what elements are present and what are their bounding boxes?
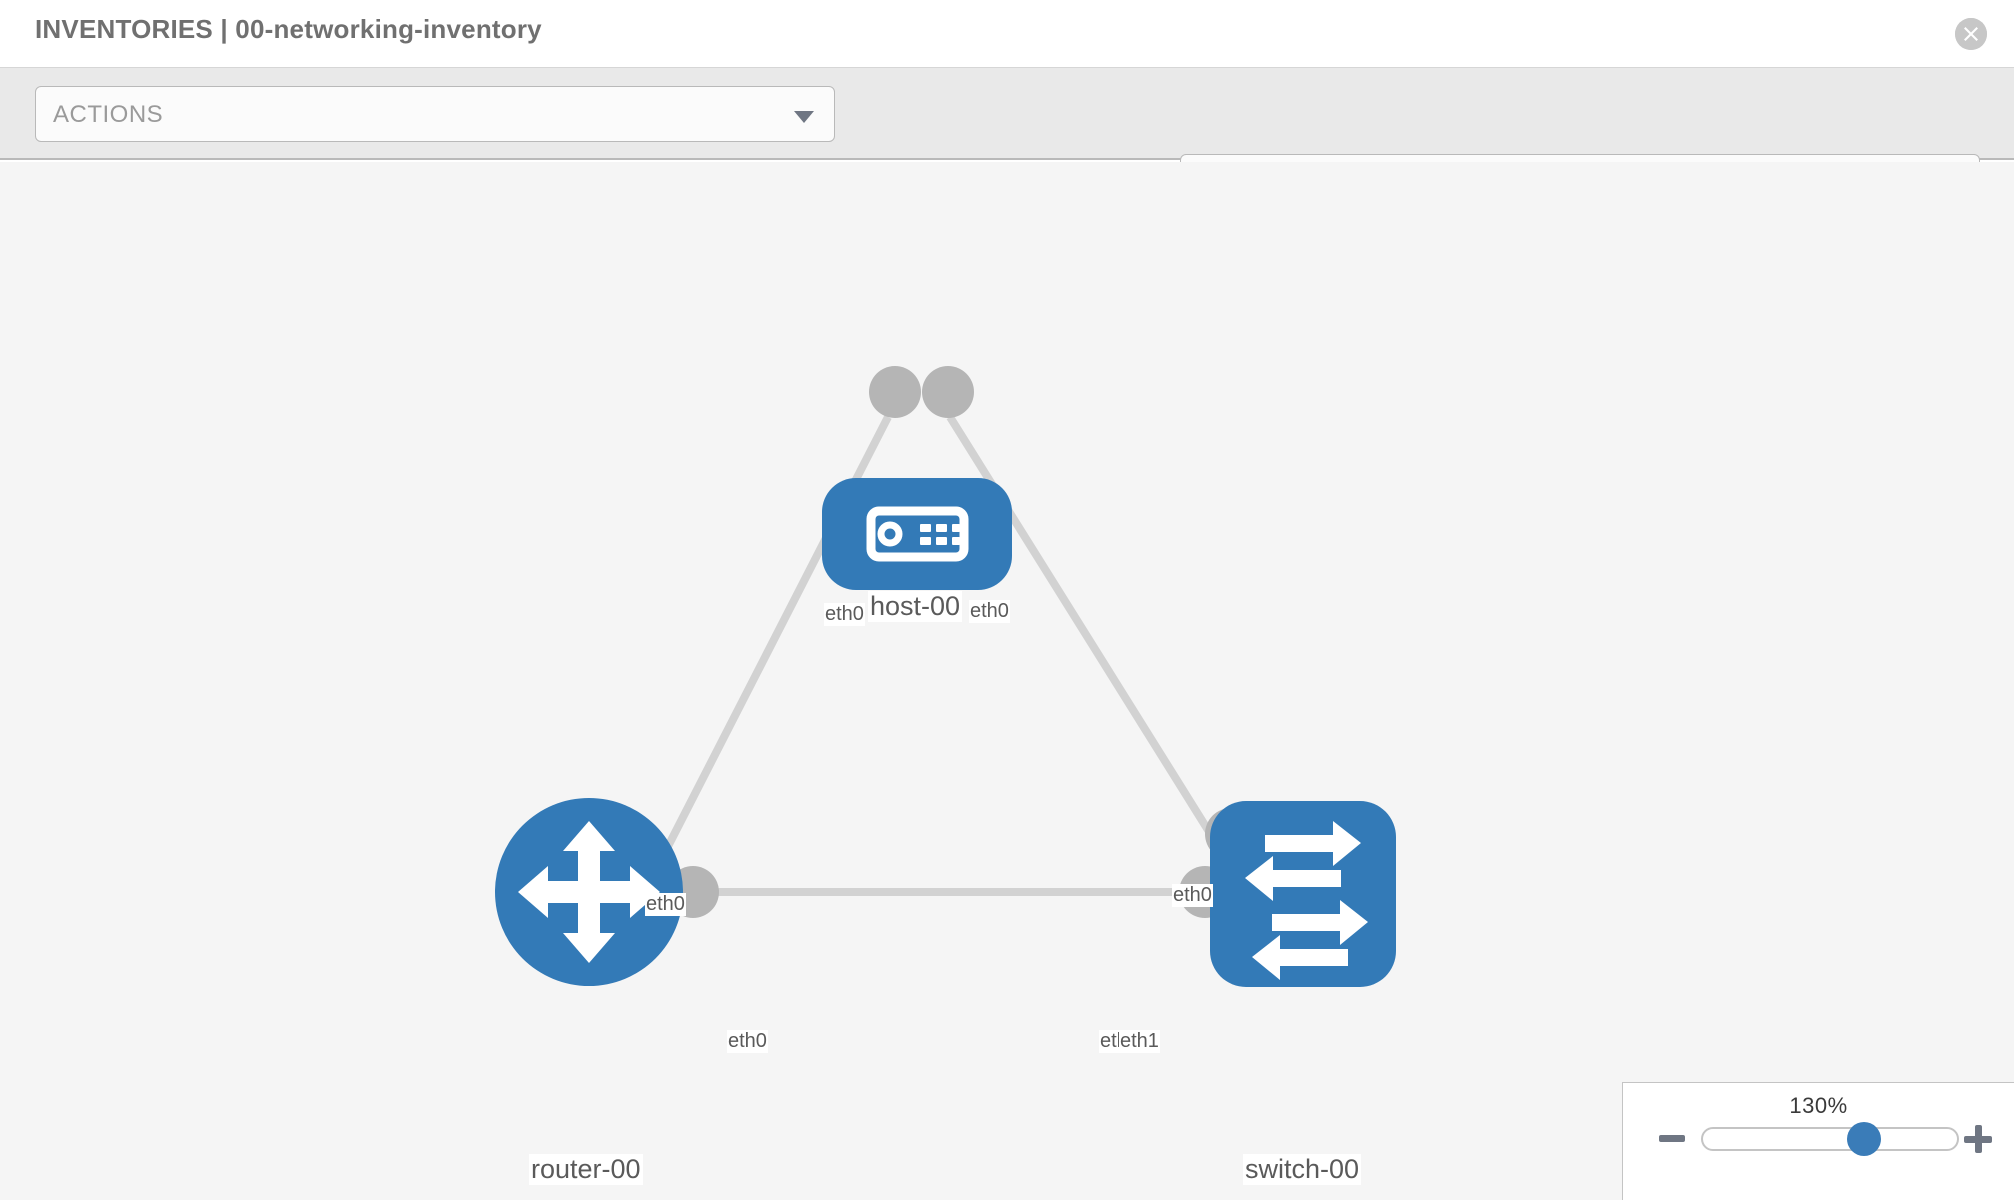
node-label-host-00: host-00 (868, 591, 963, 623)
server-icon (866, 506, 969, 562)
switch-arrows-icon (1245, 821, 1368, 980)
node-host-00 (822, 478, 1012, 590)
connector-host00-left (869, 366, 921, 418)
iface-label-router00-right: eth0 (727, 1030, 768, 1053)
iface-label-router00-up: eth0 (645, 893, 686, 916)
iface-label-host00-right: eth0 (969, 600, 1010, 623)
zoom-percent-label: 130% (1789, 1093, 1848, 1118)
zoom-control-panel: 130% (1622, 1082, 2014, 1200)
close-icon[interactable] (1955, 18, 1987, 50)
node-label-router-00: router-00 (529, 1154, 643, 1186)
page-title: INVENTORIES | 00-networking-inventory (35, 14, 542, 44)
node-label-switch-00: switch-00 (1243, 1154, 1362, 1186)
iface-label-switch00-up: eth0 (1172, 884, 1213, 907)
router-arrows-icon (518, 821, 660, 963)
topology-graph (495, 366, 1396, 987)
node-switch-00 (1210, 801, 1396, 987)
graph-connectors (667, 366, 1257, 918)
zoom-slider-track[interactable] (1701, 1127, 1959, 1151)
iface-label-switch00-left-eth1: eth1 (1119, 1030, 1160, 1053)
iface-label-host00-left: eth0 (824, 603, 865, 626)
connector-host00-right (922, 366, 974, 418)
toolbar: ACTIONS SEARCH (0, 68, 2014, 210)
minus-icon[interactable] (1659, 1135, 1685, 1142)
topology-canvas[interactable]: eth0 eth0 host-00 eth0 eth0 eth0 eth0 et… (0, 162, 2014, 1200)
page-header: INVENTORIES | 00-networking-inventory (0, 0, 2014, 68)
node-router-00 (495, 798, 683, 986)
actions-dropdown-label: ACTIONS (53, 101, 164, 128)
chevron-down-icon[interactable] (794, 111, 814, 123)
zoom-slider-thumb[interactable] (1847, 1122, 1881, 1156)
plus-icon[interactable] (1964, 1125, 1992, 1153)
actions-dropdown[interactable]: ACTIONS (35, 86, 835, 142)
